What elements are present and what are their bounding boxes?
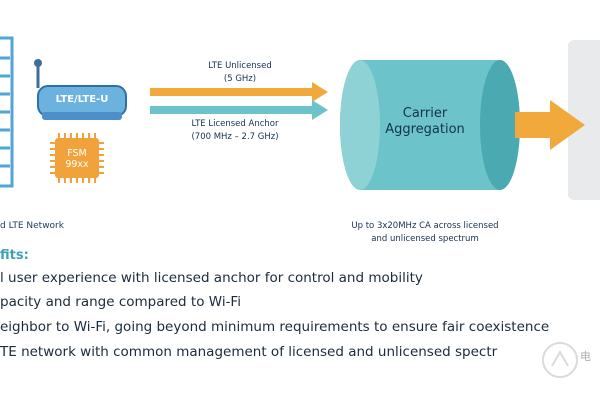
cylinder-label-line1: Carrier [402, 106, 448, 121]
diagram-panel: LTE/LTE-U FSM 99xx d LTE Network LTE Unl… [0, 36, 600, 246]
benefit-item: TE network with common management of lic… [0, 344, 498, 360]
router-icon [34, 59, 127, 120]
watermark-icon [542, 342, 578, 378]
cylinder-icon [340, 60, 520, 190]
spectrum-caption: Up to 3x20MHz CA across licensed and unl… [330, 220, 520, 246]
benefit-item: l user experience with licensed anchor f… [0, 270, 423, 286]
arrow-licensed [150, 100, 328, 120]
chip-label: FSM 99xx [55, 148, 99, 170]
chip-label-line2: 99xx [65, 159, 89, 170]
arrow-top-label-line2: (5 GHz) [223, 74, 257, 84]
diagram-graphics [0, 36, 600, 200]
cylinder-label: Carrier Aggregation [365, 106, 485, 138]
watermark-text: 电 [580, 350, 591, 363]
arrow-top-label-line1: LTE Unlicensed [208, 61, 272, 71]
arrow-bottom-label-line1: LTE Licensed Anchor [191, 119, 279, 129]
network-label: d LTE Network [0, 221, 64, 231]
arrow-top-label: LTE Unlicensed (5 GHz) [165, 60, 315, 86]
output-arrow-icon [515, 100, 585, 150]
watermark-logo [540, 340, 580, 380]
caption-line1: Up to 3x20MHz CA across licensed [351, 221, 499, 231]
cell-tower-icon [0, 36, 14, 188]
benefit-item: pacity and range compared to Wi-Fi [0, 294, 241, 310]
caption-line2: and unlicensed spectrum [371, 234, 479, 244]
device-label: LTE/LTE-U [55, 94, 109, 105]
cylinder-label-line2: Aggregation [385, 122, 465, 137]
output-panel [568, 40, 600, 200]
benefits-title: fits: [0, 248, 29, 263]
benefit-item: eighbor to Wi-Fi, going beyond minimum r… [0, 319, 550, 335]
arrow-bottom-label-line2: (700 MHz – 2.7 GHz) [191, 132, 279, 142]
arrow-bottom-label: LTE Licensed Anchor (700 MHz – 2.7 GHz) [155, 118, 315, 144]
chip-icon [50, 133, 104, 183]
arrow-unlicensed [150, 82, 328, 102]
chip-label-line1: FSM [67, 148, 87, 159]
